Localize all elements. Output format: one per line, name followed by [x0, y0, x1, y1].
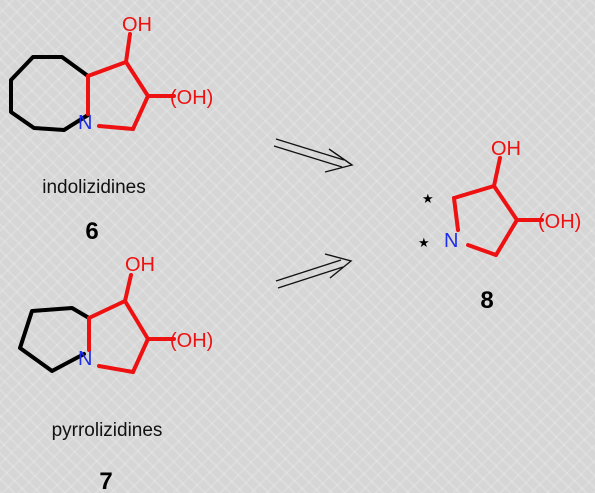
retrosynthesis-arrow-lower: [275, 253, 353, 289]
pyrrolizidine-bond-junction-c1: [87, 299, 127, 320]
pyrrolizidine-five-ring-bonds: [18, 306, 91, 373]
pyrrolidine-hydroxyl-side: (OH): [538, 211, 581, 233]
compound-number-7: 7: [99, 468, 112, 493]
indolizidine-bond-c1-oh: [124, 32, 132, 64]
star-lower-icon: ★: [418, 236, 430, 251]
star-upper-icon: ★: [422, 192, 434, 207]
indolizidine-hydroxyl-top: OH: [122, 14, 152, 36]
indolizidine-structure: N OH (OH): [9, 14, 213, 134]
pyrrolidine-nitrogen: N: [444, 230, 458, 252]
pyrrolizidine-caption: pyrrolizidines: [52, 420, 163, 441]
compound-number-6: 6: [85, 218, 98, 245]
retrosynthesis-arrow-upper: [273, 138, 354, 173]
pyrrolidine-bond-c3-c2: [494, 218, 519, 257]
indolizidine-bond-c1-c2: [124, 60, 150, 98]
pyrrolizidine-bond-c1-c2: [123, 299, 150, 341]
indolizidine-nitrogen: N: [78, 112, 92, 134]
indolizidine-hydroxyl-side: (OH): [170, 87, 213, 109]
pyrrolizidine-bond-c2-c3: [131, 337, 150, 374]
pyrrolizidine-nitrogen: N: [78, 348, 92, 370]
pyrrolidine-bond-n-c5: [452, 196, 460, 232]
pyrrolizidine-hydroxyl-top: OH: [125, 254, 155, 276]
compound-number-8: 8: [480, 287, 493, 314]
pyrrolizidine-bond-c3-n: [97, 364, 135, 374]
indolizidine-caption: indolizidines: [42, 177, 146, 198]
pyrrolidine-bond-c5-c4: [452, 184, 496, 200]
pyrrolidine-structure: N OH (OH) ★ ★: [418, 138, 581, 257]
indolizidine-bond-c2-c3: [131, 94, 150, 131]
indolizidine-bond-c3-n: [97, 124, 135, 131]
indolizidine-six-ring-bonds: [9, 55, 90, 132]
pyrrolizidine-bond-c1-oh: [123, 273, 133, 303]
pyrrolidine-hydroxyl-top: OH: [491, 138, 521, 160]
pyrrolidine-bond-c2-n: [466, 243, 498, 257]
pyrrolizidine-hydroxyl-side: (OH): [170, 330, 213, 352]
pyrrolidine-bond-c4-c3: [492, 184, 519, 222]
indolizidine-bond-junction-c1: [86, 60, 128, 78]
pyrrolidine-bond-c4-oh: [492, 156, 502, 188]
pyrrolizidine-structure: N OH (OH): [18, 254, 213, 374]
